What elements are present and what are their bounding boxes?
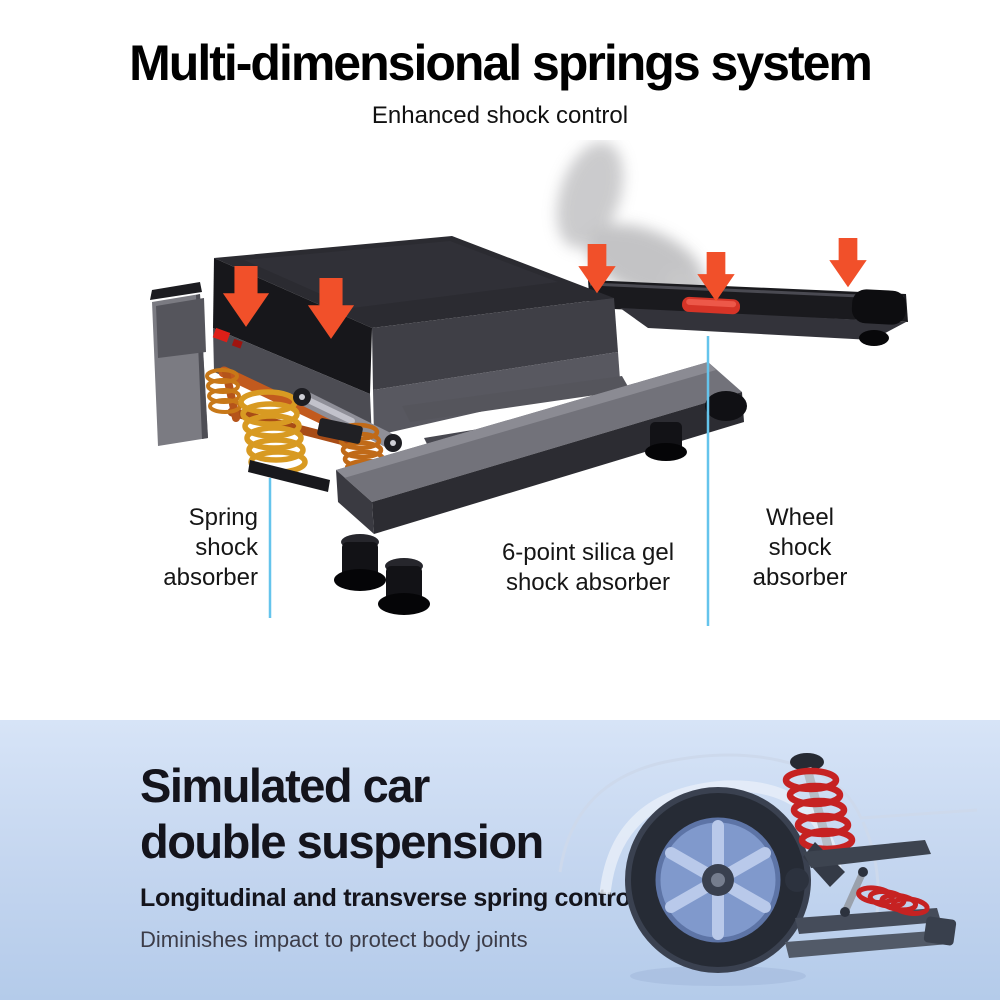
wheel-foot — [859, 330, 889, 346]
treadmill-deck — [588, 280, 908, 346]
spring-shock-assembly — [205, 366, 402, 492]
bottom-text-block: Simulated car double suspension Longitud… — [140, 758, 660, 953]
treadmill-figure — [0, 140, 1000, 720]
side-rail — [334, 362, 747, 615]
car-suspension-illustration — [558, 753, 978, 986]
callout-silica-label: 6-point silica gel shock absorber — [501, 539, 675, 596]
treadmill-illustration — [150, 141, 908, 626]
callout-wheel-label: Wheel shock absorber — [752, 504, 848, 591]
suspension-figure — [545, 722, 985, 1000]
adjustable-foot — [334, 534, 386, 591]
coil-spring-small-left — [205, 368, 242, 414]
silica-gel-cushion — [682, 296, 741, 315]
upright-post — [150, 282, 208, 446]
adjustable-foot — [378, 558, 430, 615]
bottom-caption: Diminishes impact to protect body joints — [140, 927, 528, 952]
power-switch — [212, 327, 231, 343]
bottom-title-line1: Simulated car — [140, 759, 430, 812]
rear-coil-spring-icon — [856, 885, 930, 917]
suspension-arms — [785, 840, 957, 958]
down-arrow-icon — [829, 238, 867, 288]
wheel-icon — [625, 787, 811, 973]
bottom-title-line2: double suspension — [140, 815, 544, 868]
coil-spring-strut-icon — [782, 753, 856, 892]
adjustable-foot — [645, 422, 687, 461]
callout-spring-label: Spring shock absorber — [163, 504, 258, 591]
bottom-panel: Simulated car double suspension Longitud… — [0, 720, 1000, 1000]
page-subtitle: Enhanced shock control — [371, 102, 629, 129]
coil-spring-large — [238, 389, 308, 475]
bottom-subtitle: Longitudinal and transverse spring contr… — [140, 884, 638, 912]
page-title: Multi-dimensional springs system — [129, 35, 873, 91]
